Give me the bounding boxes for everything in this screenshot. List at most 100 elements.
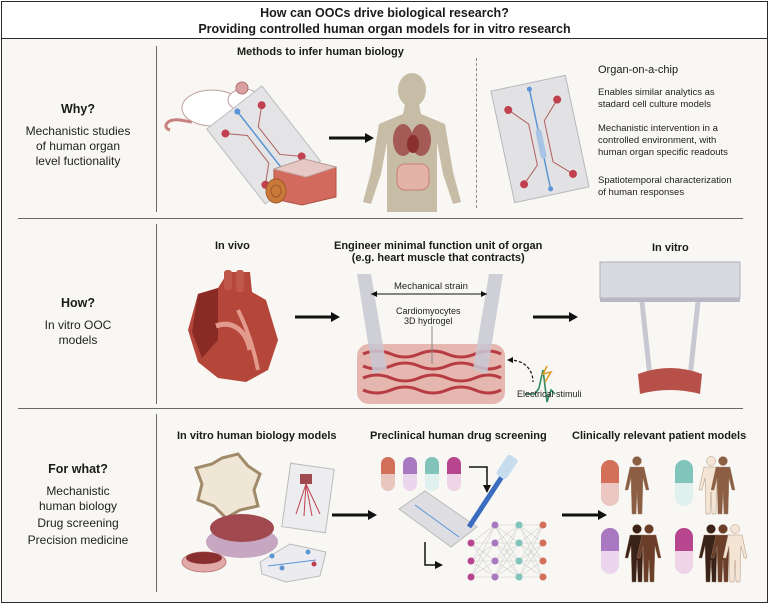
cardiomyocytes-line: Cardiomyocytes <box>396 306 461 316</box>
network-node <box>491 539 499 547</box>
bullet-line: Enables similar analytics as <box>598 87 715 98</box>
pill-icon <box>403 457 417 491</box>
network-node <box>515 521 523 529</box>
drug-screening-illustration <box>381 454 547 581</box>
row-question: How? <box>60 296 96 310</box>
bullet-line: stadard cell culture models <box>598 99 711 110</box>
pill-icon <box>601 528 619 574</box>
network-edge <box>470 524 496 562</box>
row-description-line: of human organ <box>35 139 121 153</box>
bullet-line: of human responses <box>598 187 685 198</box>
network-node <box>515 539 523 547</box>
cardiomyocytes-line: 3D hydrogel <box>404 316 453 326</box>
culture-flask-illustration <box>265 158 338 206</box>
network-node <box>491 521 499 529</box>
row-description-line: level fuctionality <box>35 154 121 168</box>
column-divider <box>156 46 157 212</box>
network-node <box>491 573 499 581</box>
network-edge <box>470 524 496 544</box>
human-silhouette-icon <box>722 524 748 583</box>
row-description-line: models <box>58 333 98 347</box>
row-description-line: human biology <box>38 499 118 513</box>
in-vitro-title: In vitro <box>652 242 689 254</box>
row-description-line: In vitro OOC <box>44 318 112 332</box>
ooc-bullet: Spatiotemporal characterization of human… <box>598 175 732 199</box>
arrow-right-icon <box>562 510 607 520</box>
network-edge <box>494 524 520 578</box>
network-edge <box>518 542 544 578</box>
row-divider <box>18 408 743 409</box>
network-node <box>539 557 547 565</box>
column-divider <box>156 224 157 404</box>
network-edge <box>494 542 520 578</box>
network-edge <box>518 524 544 562</box>
network-node <box>515 557 523 565</box>
network-edge <box>470 542 496 562</box>
network-node <box>491 557 499 565</box>
network-edge <box>518 560 544 578</box>
mechanical-strain-label: Mechanical strain <box>394 281 468 292</box>
network-edge <box>470 524 496 578</box>
row-question: For what? <box>48 462 108 476</box>
arrow-right-icon <box>533 312 578 322</box>
network-edge <box>470 542 496 578</box>
bullet-line: Spatiotemporal characterization <box>598 175 732 186</box>
engineer-title: Engineer minimal function unit of organ … <box>334 240 542 264</box>
patient-models-illustration <box>601 456 748 583</box>
pill-icon <box>447 457 461 491</box>
organ-on-chip-title: Organ-on-a-chip <box>598 64 679 76</box>
column-divider <box>156 414 157 592</box>
human-silhouette-icon <box>710 456 736 515</box>
network-node <box>467 539 475 547</box>
row-description-line: Precision medicine <box>27 533 129 547</box>
network-edge <box>518 524 544 578</box>
models-title: In vitro human biology models <box>177 430 337 442</box>
arrow-right-icon <box>329 133 374 143</box>
ooc-bullet: Mechanistic intervention in a controlled… <box>598 123 728 159</box>
pill-icon <box>425 457 439 491</box>
human-body-illustration <box>363 73 461 212</box>
bullet-line: controlled environment, with <box>598 135 717 146</box>
network-edge <box>494 524 520 562</box>
row-divider <box>18 218 743 219</box>
row-for-what-label: For what? Mechanistic human biology Drug… <box>2 462 154 548</box>
human-silhouette-icon <box>636 524 662 583</box>
cardiac-tissue-illustration <box>357 274 556 404</box>
row-description-line: Mechanistic studies <box>25 124 131 138</box>
heart-illustration <box>188 270 278 382</box>
network-node <box>539 521 547 529</box>
pill-icon <box>675 528 693 574</box>
network-node <box>467 557 475 565</box>
row-question: Why? <box>60 102 96 116</box>
network-node <box>539 573 547 581</box>
screening-title: Preclinical human drug screening <box>370 430 547 442</box>
organ-chip-illustration <box>490 74 590 204</box>
arrow-right-icon <box>332 510 377 520</box>
network-edge <box>470 560 496 578</box>
figure-subtitle: Providing controlled human organ models … <box>198 22 571 36</box>
bullet-line: Mechanistic intervention in a <box>598 123 718 134</box>
arrow-right-icon <box>295 312 340 322</box>
in-vitro-device-illustration <box>599 261 741 394</box>
dashed-divider <box>476 58 477 208</box>
network-edge <box>518 542 544 562</box>
pill-icon <box>675 460 693 506</box>
network-edge <box>494 542 520 562</box>
network-edge <box>518 524 544 544</box>
network-node <box>467 573 475 581</box>
human-silhouette-icon <box>624 456 650 515</box>
bullet-line: human organ specific readouts <box>598 147 728 158</box>
electrical-stimuli-label: Electrical stimuli <box>517 389 582 399</box>
ooc-bullet: Enables similar analytics as stadard cel… <box>598 87 715 111</box>
row-description-line: Mechanistic <box>46 484 110 498</box>
network-edge <box>494 560 520 578</box>
in-vivo-title: In vivo <box>215 240 250 252</box>
pill-icon <box>381 457 395 491</box>
row-how-label: How? In vitro OOC models <box>2 296 154 348</box>
row-why-label: Why? Mechanistic studies of human organ … <box>2 102 154 169</box>
cardiomyocytes-label: Cardiomyocytes 3D hydrogel <box>396 306 461 326</box>
engineer-title-line: Engineer minimal function unit of organ <box>334 240 543 252</box>
row-description-line: Drug screening <box>37 516 119 530</box>
patient-title: Clinically relevant patient models <box>572 430 747 442</box>
